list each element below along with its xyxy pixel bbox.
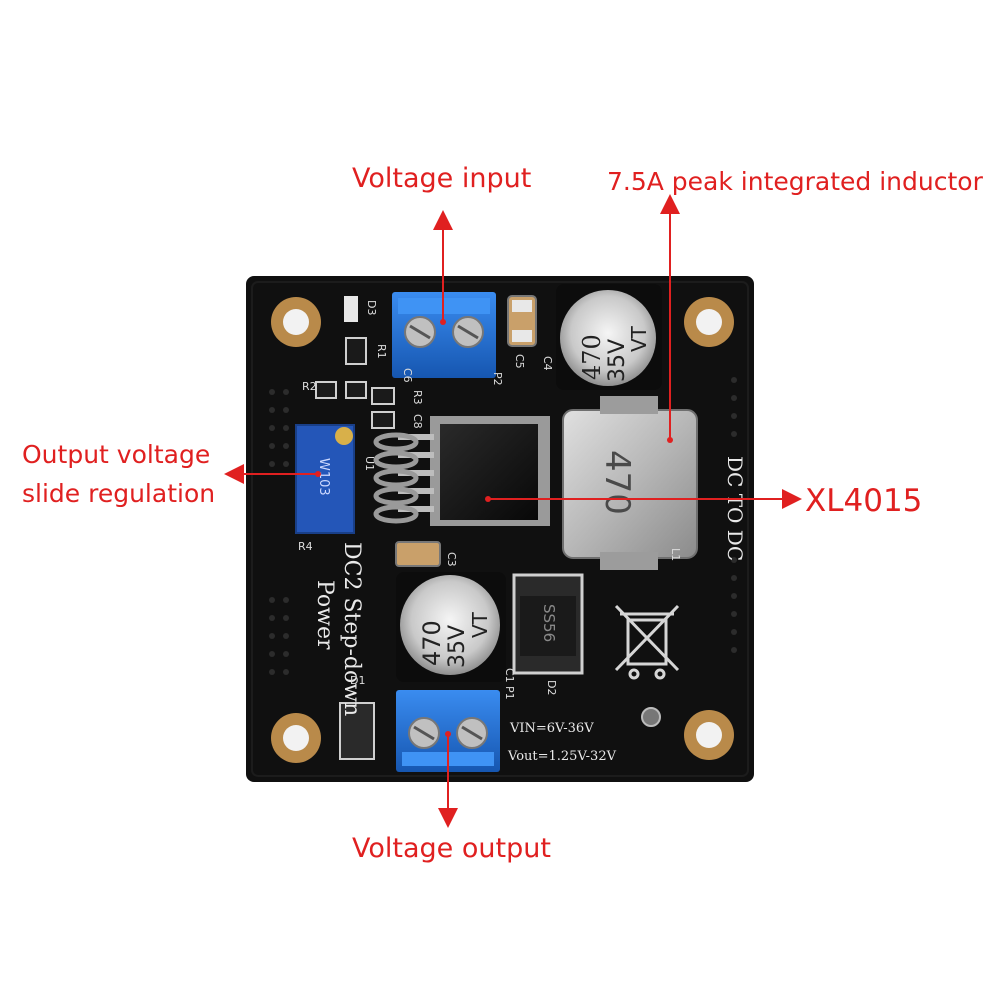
label-voltage-output: Voltage output	[352, 833, 551, 864]
mount-hole-top-left	[271, 297, 321, 347]
svg-text:Power: Power	[312, 580, 337, 650]
mount-hole-top-right	[684, 297, 734, 347]
label-xl4015: XL4015	[805, 483, 923, 519]
svg-text:Vout=1.25V-32V: Vout=1.25V-32V	[507, 749, 617, 764]
diode-d1	[339, 702, 375, 760]
svg-text:R3: R3	[411, 390, 424, 405]
svg-text:470: 470	[578, 334, 606, 380]
schottky-diode-d2: SS56	[512, 573, 584, 675]
label-output-regulation-line2: slide regulation	[22, 479, 216, 508]
svg-text:C6: C6	[401, 368, 414, 383]
svg-text:470: 470	[418, 620, 446, 666]
right-pin-header	[731, 377, 737, 653]
svg-text:P2: P2	[491, 372, 504, 386]
svg-text:C8: C8	[411, 414, 424, 429]
weee-bin-symbol	[614, 604, 680, 680]
svg-text:D3: D3	[365, 300, 378, 315]
svg-text:C4: C4	[541, 356, 554, 371]
mount-hole-bottom-left	[271, 713, 321, 763]
test-pad	[641, 707, 661, 727]
svg-text:35V: 35V	[445, 625, 470, 668]
label-inductor: 7.5A peak integrated inductor	[607, 167, 983, 196]
coil-spring	[373, 432, 419, 524]
svg-text:VT: VT	[627, 325, 651, 352]
svg-text:P1: P1	[503, 686, 516, 700]
svg-text:DC2 Step-down: DC2 Step-down	[339, 542, 364, 716]
left-pin-header	[269, 389, 289, 675]
xl4015-chip	[398, 416, 550, 526]
trim-potentiometer: W103	[295, 424, 355, 534]
svg-text:L1: L1	[669, 548, 682, 561]
svg-text:D2: D2	[545, 680, 558, 695]
mount-hole-bottom-right	[684, 710, 734, 760]
top-capacitor: 470 35V VT	[556, 284, 662, 390]
svg-text:R1: R1	[375, 344, 388, 359]
svg-text:C5: C5	[513, 354, 526, 369]
svg-text:R4: R4	[298, 540, 313, 553]
label-output-regulation-line1: Output voltage	[22, 440, 211, 469]
svg-text:R2: R2	[302, 380, 317, 393]
svg-text:C3: C3	[445, 552, 458, 567]
svg-text:SS56: SS56	[540, 604, 558, 642]
label-voltage-input: Voltage input	[352, 163, 532, 194]
silkscreen-text: DC2 Step-down Power DC TO DC VIN=6V-36V …	[298, 300, 747, 764]
svg-text:W103: W103	[316, 458, 331, 496]
svg-text:VIN=6V-36V: VIN=6V-36V	[509, 721, 594, 736]
svg-text:D1: D1	[350, 674, 365, 687]
svg-text:35V: 35V	[605, 339, 630, 382]
svg-text:U1: U1	[363, 456, 376, 471]
smd-components	[315, 295, 537, 567]
bottom-capacitor: 470 35V VT	[396, 572, 506, 682]
svg-text:C1: C1	[503, 668, 516, 683]
power-inductor: 470	[562, 396, 698, 570]
svg-text:DC TO DC: DC TO DC	[723, 456, 747, 561]
svg-text:VT: VT	[468, 611, 492, 638]
svg-text:470: 470	[597, 450, 637, 515]
